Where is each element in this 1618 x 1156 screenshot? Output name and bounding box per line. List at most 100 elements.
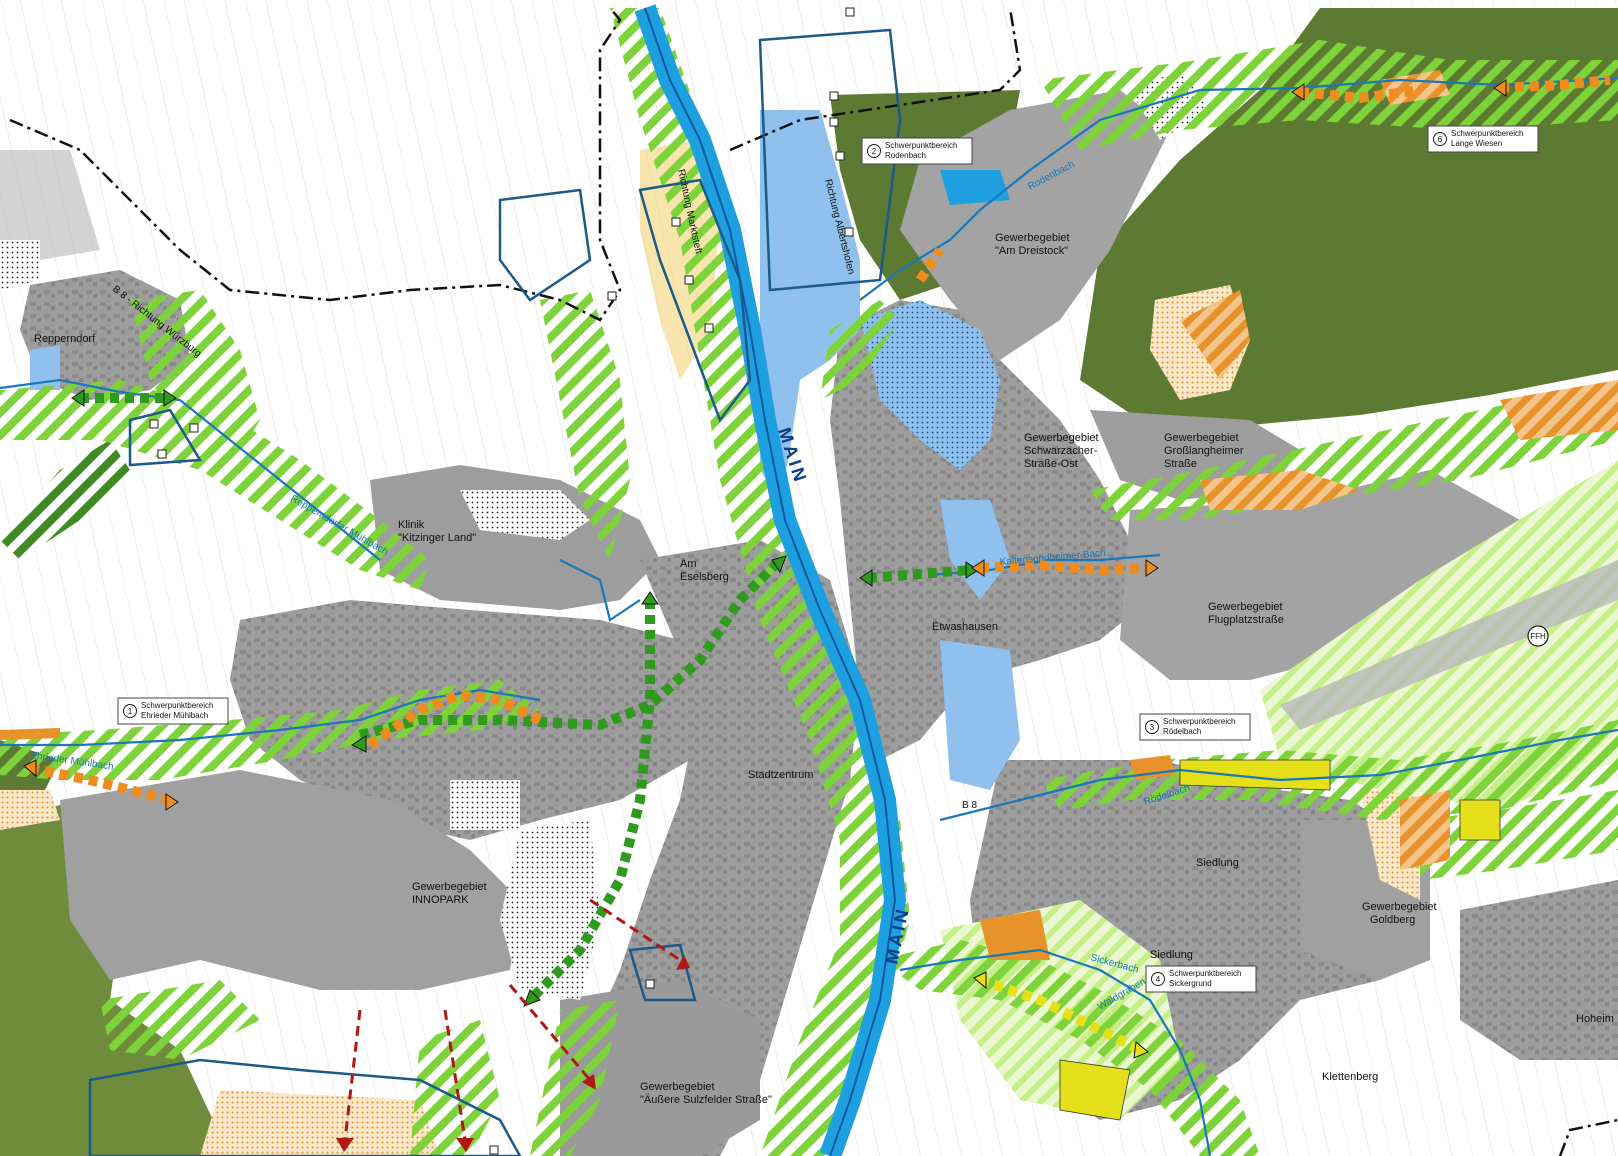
- main-river-centerline: [644, 7, 897, 1156]
- dotted-area-south: [500, 820, 600, 1000]
- place-label-schwarzacher-2: Schwarzacher-: [1024, 445, 1098, 457]
- ffh-marker[interactable]: FFH: [1527, 625, 1549, 647]
- settlement-innopark: [60, 770, 520, 990]
- place-label-klettenberg: Klettenberg: [1322, 1071, 1378, 1083]
- corridor-main-river[interactable]: [610, 8, 910, 1156]
- marker-square: [489, 1145, 499, 1155]
- corridor-goldberg[interactable]: [1420, 790, 1618, 880]
- orange-corridor-lange-wiesen-1[interactable]: [1299, 85, 1421, 104]
- orange-corridors: [29, 75, 1611, 805]
- flood-area-dreistock: [860, 300, 1000, 470]
- dotted-area-nw: [0, 240, 40, 290]
- yellow-area-goldberg: [1459, 799, 1501, 841]
- marker-square: [829, 117, 839, 127]
- corridor-lange-wiesen[interactable]: [1040, 40, 1618, 150]
- orange-corridor-ehrieder[interactable]: [29, 763, 172, 805]
- red-arrowhead: [676, 955, 690, 970]
- focus-area-title: Schwerpunktbereich: [885, 141, 957, 150]
- flood-area-repperndorf: [30, 345, 60, 390]
- marker-square: [829, 91, 839, 101]
- flood-area-rodenbach: [760, 110, 860, 500]
- orange-corridor-etwashausen[interactable]: [979, 559, 1151, 576]
- corridor-north-mid[interactable]: [540, 290, 630, 560]
- protected-area-south: [628, 943, 697, 1002]
- focus-area-box-2[interactable]: 2 Schwerpunktbereich Rodenbach: [861, 137, 973, 165]
- orange-corridor-lange-wiesen-2[interactable]: [1499, 75, 1611, 93]
- place-label-klinik: Klinik: [398, 519, 425, 531]
- orange-corridor-rodenbach[interactable]: [915, 247, 945, 283]
- place-label-siedlung-1: Siedlung: [1196, 857, 1239, 869]
- connection-ehrieder[interactable]: [358, 556, 784, 740]
- orange-area-grosslangheimer: [1200, 470, 1360, 510]
- focus-area-number: 6: [1438, 135, 1443, 144]
- boundary-north: [729, 7, 1022, 152]
- corridor-sulzfelder[interactable]: [530, 1000, 620, 1156]
- yellow-areas: [1059, 759, 1501, 1121]
- corridor-dark-west[interactable]: [0, 440, 130, 560]
- main-river: [634, 4, 906, 1156]
- arrowhead-orange: [23, 759, 37, 778]
- arrowhead-green: [641, 591, 659, 605]
- stream-rodenbach: [859, 76, 1618, 301]
- yellow-corridor-sickergrund[interactable]: [978, 975, 1143, 1055]
- focus-area-name: Sickergrund: [1169, 979, 1212, 988]
- focus-area-box-6[interactable]: 6 Schwerpunktbereich Lange Wiesen: [1427, 125, 1539, 153]
- marker-square: [607, 291, 617, 301]
- yellow-area-sickergrund: [1059, 1059, 1131, 1121]
- red-arrow-2: [508, 984, 592, 1081]
- protected-area-south-west: [88, 1058, 522, 1156]
- arrowhead-orange: [971, 559, 985, 577]
- corridor-rodenbach-east[interactable]: [820, 300, 900, 400]
- arrowhead-green: [523, 989, 541, 1007]
- road-label-b8: B 8: [962, 800, 977, 811]
- arrowhead-green: [71, 389, 85, 407]
- connection-etwashausen[interactable]: [867, 565, 971, 583]
- dotted-area-klinik: [460, 490, 590, 540]
- protected-area-north: [758, 28, 902, 292]
- corridor-sickergrund[interactable]: [880, 940, 1260, 1156]
- boundary-north-west: [9, 7, 622, 322]
- settlement-nw: [0, 150, 100, 260]
- red-arrow-1: [589, 898, 681, 962]
- orange-corridor-west[interactable]: [367, 689, 543, 750]
- focus-area-name: Rodenbach: [885, 151, 926, 160]
- place-label-schwarzacher: Gewerbegebiet: [1024, 432, 1099, 444]
- place-label-dreistock-2: "Am Dreistock": [995, 245, 1068, 257]
- marker-square: [671, 217, 681, 227]
- ffh-label: FFH: [1530, 632, 1546, 641]
- stream-repperndorf: [0, 378, 381, 561]
- focus-area-box-4[interactable]: 4 Schwerpunktbereich Sickergrund: [1145, 965, 1257, 993]
- focus-area-number-circle: [1145, 720, 1159, 734]
- protected-area-repperndorf: [128, 408, 203, 467]
- place-label-etwashausen: Etwashausen: [932, 621, 998, 633]
- red-arrowhead: [582, 1074, 596, 1090]
- ffh-zone-airfield: [1260, 460, 1618, 810]
- marker-square: [835, 151, 845, 161]
- orange-area-sickergrund: [980, 910, 1050, 960]
- focus-area-number-circle: [867, 144, 881, 158]
- focus-area-number: 4: [1156, 975, 1161, 984]
- small-markers: [149, 7, 855, 1155]
- focus-area-number-circle: [1433, 132, 1447, 146]
- place-label-grosslangheimer-2: Großlangheimer: [1164, 445, 1244, 457]
- stream-roedelbach: [939, 728, 1618, 822]
- marker-square: [189, 423, 199, 433]
- corridor-arrowheads: [23, 79, 1507, 1059]
- corridor-mid-west[interactable]: [0, 380, 430, 590]
- focus-area-box-1[interactable]: 1 Schwerpunktbereich Ehrieder Mühlbach: [117, 697, 229, 725]
- corridor-south-west[interactable]: [100, 980, 260, 1060]
- red-arrow-3: [343, 1009, 362, 1141]
- focus-area-box-3[interactable]: 3 Schwerpunktbereich Rödelbach: [1139, 713, 1251, 741]
- arrowhead-orange: [165, 793, 179, 811]
- place-label-siedlung-2: Siedlung: [1150, 949, 1193, 961]
- corridor-south[interactable]: [410, 1020, 500, 1156]
- place-label-sulzfelder: Gewerbegebiet: [640, 1081, 715, 1093]
- focus-area-number-circle: [1151, 972, 1165, 986]
- place-label-goldberg: Gewerbegebiet: [1362, 901, 1437, 913]
- connection-eselsberg-south[interactable]: [526, 600, 655, 1004]
- focus-area-title: Schwerpunktbereich: [1451, 129, 1523, 138]
- orange-area-east: [1500, 380, 1618, 440]
- marker-square: [157, 449, 167, 459]
- focus-area-title: Schwerpunktbereich: [141, 701, 213, 710]
